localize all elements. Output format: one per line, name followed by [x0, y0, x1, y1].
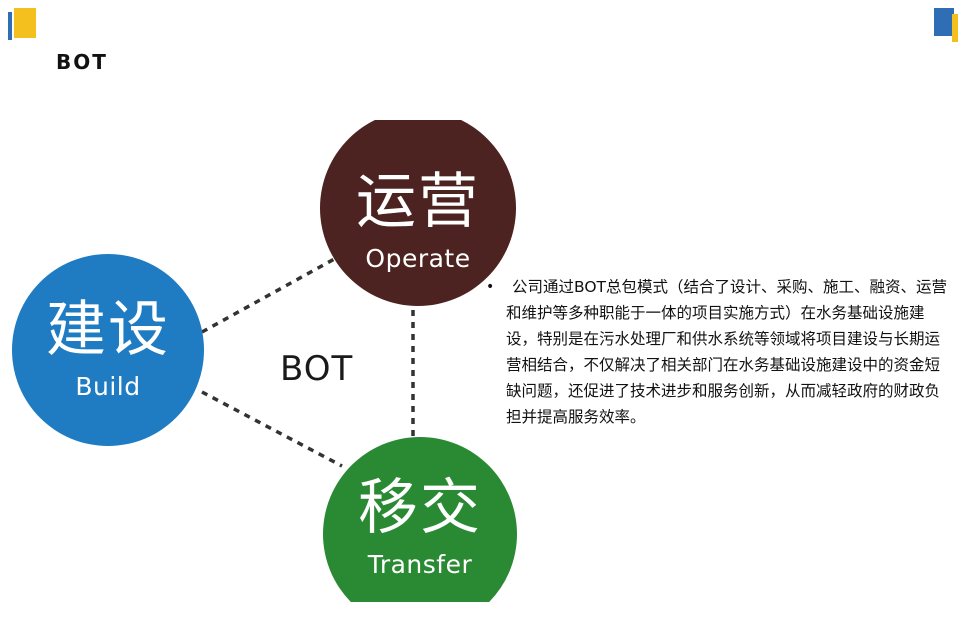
- corner-decoration-right: [930, 8, 960, 42]
- description-block: • 公司通过BOT总包模式（结合了设计、采购、施工、融资、运营和维护等多种职能于…: [486, 274, 954, 430]
- node-build: 建设 Build: [12, 254, 204, 446]
- node-operate: 运营 Operate: [320, 120, 516, 306]
- node-transfer: 移交 Transfer: [323, 437, 517, 602]
- node-operate-en: Operate: [365, 243, 471, 273]
- bot-diagram: 运营 Operate 建设 Build 移交 Transfer BOT: [12, 120, 538, 602]
- node-build-cn: 建设: [46, 294, 170, 365]
- description-text: 公司通过BOT总包模式（结合了设计、采购、施工、融资、运营和维护等多种职能于一体…: [506, 278, 948, 426]
- diagram-center-label: BOT: [280, 349, 354, 389]
- connector-build-transfer: [201, 390, 343, 468]
- node-transfer-cn: 移交: [358, 472, 482, 543]
- bullet-marker: •: [486, 279, 495, 295]
- slide-title: BOT: [56, 50, 108, 74]
- node-transfer-en: Transfer: [367, 549, 473, 579]
- connector-build-operate: [201, 255, 339, 334]
- node-build-en: Build: [75, 371, 141, 401]
- corner-decoration-left: [8, 8, 38, 42]
- connector-lines: [201, 255, 415, 468]
- node-operate-cn: 运营: [356, 166, 480, 237]
